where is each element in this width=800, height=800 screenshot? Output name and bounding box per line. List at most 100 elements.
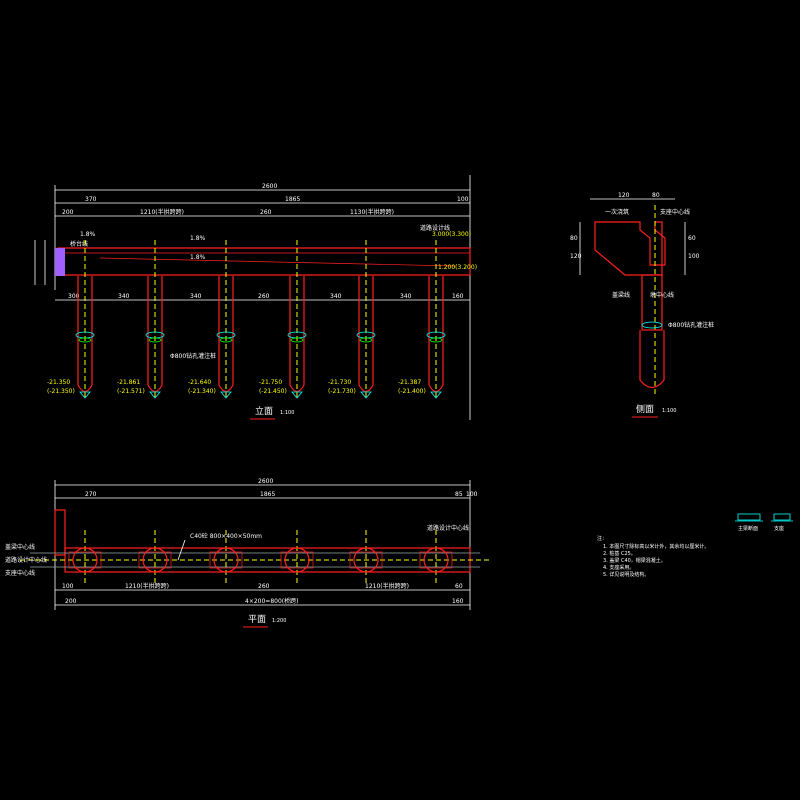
pier-dim-4: 260 <box>258 293 270 300</box>
pile-elev-top: -21.350 <box>47 379 70 386</box>
plan-left-1: 盖梁中心线 <box>5 543 35 551</box>
plan-bdim2-160: 160 <box>452 598 464 605</box>
sec-left-top: 一次浇筑 <box>605 208 629 216</box>
pile-joint-inner <box>219 337 233 343</box>
sec-pile-joint <box>641 321 663 329</box>
pier-dim-5: 340 <box>330 293 342 300</box>
plan-pile-circle <box>213 547 239 573</box>
span-dim-1: 1210(半拱跨跨) <box>140 208 184 216</box>
pile-elev-bottom: (-21.340) <box>188 388 216 395</box>
plan-bdim-span2: 1210(半拱跨跨) <box>365 582 409 590</box>
plan-left-3: 支座中心线 <box>5 569 35 577</box>
pile-shaft <box>428 276 444 393</box>
dim-370: 370 <box>85 196 97 203</box>
plan-piles <box>68 530 453 585</box>
dim-1865: 1865 <box>285 196 300 203</box>
legend-label-2: 支座 <box>774 525 784 532</box>
pile-elev-top: -21.750 <box>259 379 282 386</box>
plan-abutment <box>54 509 66 556</box>
pile-shaft <box>147 276 163 393</box>
plan-pile-circle <box>72 547 98 573</box>
pier-dim-7: 160 <box>452 293 464 300</box>
plan-bdim-100: 100 <box>62 583 74 590</box>
plan-pile-cap <box>138 551 172 569</box>
note-4: 4. 支座采用。 <box>603 564 634 571</box>
plan-bdim-span1: 1210(半拱跨跨) <box>125 582 169 590</box>
pile-elev-top: -21.861 <box>117 379 140 386</box>
slope-3: 1.8% <box>190 254 206 261</box>
plan-dim-270: 270 <box>85 491 97 498</box>
span-dim-2: 260 <box>260 209 272 216</box>
legend-label-1: 主梁断面 <box>738 525 758 532</box>
sec-right-100: 100 <box>688 253 700 260</box>
note-3: 3. 盖梁 C40，帽梁混凝土。 <box>603 557 666 564</box>
abutment-block <box>55 248 65 276</box>
pile-shaft <box>289 276 305 393</box>
pile-joint-inner <box>429 337 443 343</box>
cap-beam-section <box>594 221 666 276</box>
pile-elev-bottom: (-21.400) <box>398 388 426 395</box>
plan-pile-circle <box>284 547 310 573</box>
slope-1: 1.8% <box>80 231 96 238</box>
right-elev-2: 1.200(3.200) <box>438 264 477 271</box>
plan-pile-cap <box>419 551 453 569</box>
deck-slope-line <box>99 257 456 267</box>
plan-pile-circle <box>353 547 379 573</box>
plan-pile-cap <box>349 551 383 569</box>
left-mark-200: 200 <box>62 209 74 216</box>
elevation-view: 2600 370 1865 100 1210(半拱跨跨) 260 1130(半拱… <box>34 175 477 420</box>
plan-pile-circle <box>423 547 449 573</box>
sec-pier-column <box>641 274 663 331</box>
pile-elev-bottom: (-21.350) <box>47 388 75 395</box>
plan-pile-cap <box>280 551 314 569</box>
plan-right-label: 道路设计中心线 <box>427 524 469 532</box>
plan-view: 2600 270 1865 85 100 C40砼 800×400×50mm 盖… <box>5 478 490 628</box>
notes-header: 注： <box>597 535 607 542</box>
pile-tip-marker <box>220 391 232 399</box>
sec-dim-120: 120 <box>618 192 630 199</box>
pile-shaft <box>218 276 234 393</box>
pile-elev-top: -21.730 <box>328 379 351 386</box>
plan-dim-1865: 1865 <box>260 491 275 498</box>
pile-joint-inner <box>290 337 304 343</box>
slope-2: 1.8% <box>190 235 206 242</box>
sec-pile <box>639 330 665 389</box>
plan-beam-note: C40砼 800×400×50mm <box>190 532 262 540</box>
legend-symbol-1 <box>737 513 761 521</box>
section-title: 侧面 <box>636 403 654 415</box>
plan-scale: 1:200 <box>272 618 286 624</box>
note-1: 1. 本图尺寸除标高以米计外，其余均以厘米计。 <box>603 543 709 550</box>
plan-beam-leader <box>177 539 186 561</box>
plan-bdim-60: 60 <box>455 583 463 590</box>
section-scale: 1:100 <box>662 408 676 414</box>
plan-pile-circle <box>142 547 168 573</box>
pile-elev-top: -21.640 <box>188 379 211 386</box>
sec-pile-note: Φ800钻孔灌注桩 <box>668 321 714 329</box>
sec-right-top: 支座中心线 <box>660 208 690 216</box>
pier-dim-3: 340 <box>190 293 202 300</box>
pier-dim-1: 300 <box>68 293 80 300</box>
pile-elev-bottom: (-21.450) <box>259 388 287 395</box>
notes-block: 注： 1. 本图尺寸除标高以米计外，其余均以厘米计。 2. 桩基 C25。 3.… <box>597 535 709 578</box>
pile-tip-marker <box>430 391 442 399</box>
legend-block: 主梁断面 支座 <box>735 513 793 532</box>
plan-dim-100: 100 <box>466 491 478 498</box>
span-dim-3: 1130(半拱跨跨) <box>350 208 394 216</box>
pile-joint-inner <box>359 337 373 343</box>
pile-elev-bottom: (-21.730) <box>328 388 356 395</box>
pier-dim-2: 340 <box>118 293 130 300</box>
right-elev-1: 3.000(3.300) <box>432 231 471 238</box>
pile-elev-bottom: (-21.571) <box>117 388 145 395</box>
pile-elev-top: -21.387 <box>398 379 421 386</box>
plan-pile-cap <box>209 551 243 569</box>
sec-right-60: 60 <box>688 235 696 242</box>
pier-dim-6: 340 <box>400 293 412 300</box>
pile-tip-marker <box>149 391 161 399</box>
pile-tip-marker <box>291 391 303 399</box>
plan-bdim-260: 260 <box>258 583 270 590</box>
sec-mid-left: 盖梁线 <box>612 291 630 299</box>
plan-dim-2600: 2600 <box>258 478 273 485</box>
section-view: 120 80 一次浇筑 支座中心线 80 120 60 100 盖梁线 墩中心线… <box>570 192 714 418</box>
plan-pile-cap <box>68 551 102 569</box>
